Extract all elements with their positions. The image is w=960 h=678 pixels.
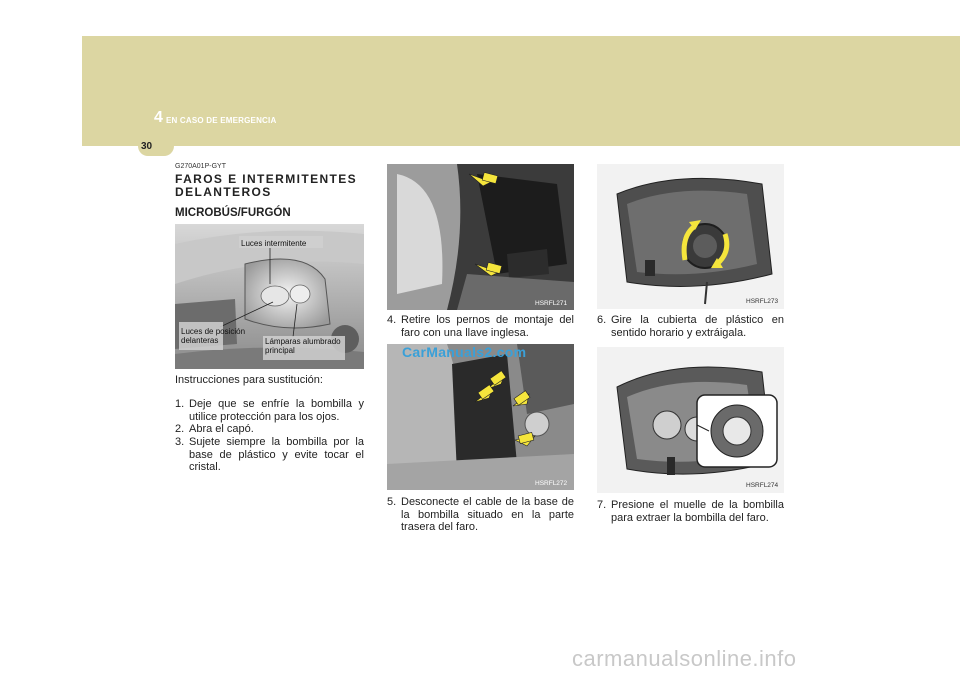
label-position-lamps: Luces de posición delanteras xyxy=(181,327,246,345)
step-1: 1.Deje que se enfríe la bombilla y utili… xyxy=(175,398,364,423)
page-number: 30 xyxy=(141,141,153,152)
figure-code-273: HSRFL273 xyxy=(746,298,779,305)
chapter-title: EN CASO DE EMERGENCIA xyxy=(166,116,277,125)
figure-hsrfl273: HSRFL273 xyxy=(597,164,784,309)
section-subtitle: MICROBÚS/FURGÓN xyxy=(175,207,291,219)
step-5: 5.Desconecte el cable de la base de la b… xyxy=(387,496,574,533)
footer-watermark: carmanualsonline.info xyxy=(572,646,797,671)
chapter-number: 4 xyxy=(154,109,163,126)
label-main-lamps: Lámparas alumbrado principal xyxy=(265,337,341,355)
figure-hsrfl271: HSRFL271 xyxy=(387,164,574,310)
figure-code-272: HSRFL272 xyxy=(535,480,568,487)
section-code: G270A01P-GYT xyxy=(175,163,226,170)
intro-text: Instrucciones para sustitución: xyxy=(175,374,323,386)
figure-code-274: HSRFL274 xyxy=(746,482,779,489)
step-3: 3.Sujete siempre la bombilla por la base… xyxy=(175,436,364,473)
section-title: FAROS E INTERMITENTES DELANTEROS xyxy=(175,172,358,199)
page-tab xyxy=(138,136,174,156)
label-turn-signal: Luces intermitente xyxy=(241,239,307,248)
step-7: 7.Presione el muelle de la bombilla para… xyxy=(597,499,784,524)
step-2: 2.Abra el capó. xyxy=(175,423,254,435)
step-6: 6.Gire la cubierta de plástico en sentid… xyxy=(597,314,784,339)
figure-hsrfl272: HSRFL272 xyxy=(387,344,574,490)
site-watermark: CarManuals2.com xyxy=(402,344,527,360)
chapter-banner xyxy=(82,36,960,146)
figure-code-271: HSRFL271 xyxy=(535,300,568,307)
step-4: 4.Retire los pernos de montaje del faro … xyxy=(387,314,574,339)
headlamp-diagram-image: Luces intermitente Luces de posición del… xyxy=(175,224,364,369)
figure-hsrfl274: HSRFL274 xyxy=(597,347,784,493)
